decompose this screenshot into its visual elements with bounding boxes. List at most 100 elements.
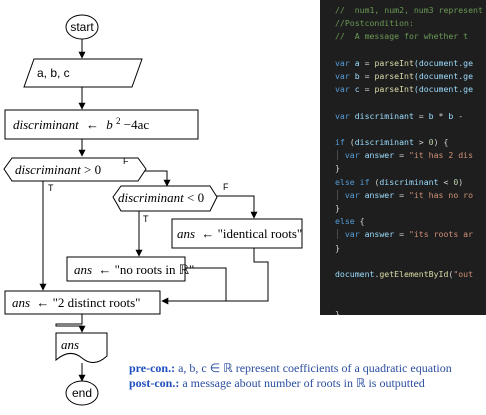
code-token: // num1, num2, num3 represent	[335, 5, 483, 15]
code-line: var answer = "its roots ar	[335, 229, 473, 239]
code-token: b	[428, 110, 434, 121]
indent-guide	[337, 150, 338, 161]
code-token: //Postcondition:	[335, 18, 414, 29]
code-line: // num1, num2, num3 represent	[335, 5, 483, 15]
code-token: "its roots ar	[408, 229, 474, 240]
code-token: parseInt	[374, 57, 414, 68]
code-token: parseInt	[374, 84, 414, 95]
code-token: a	[354, 57, 360, 68]
code-token: =	[413, 110, 429, 121]
no-roots-box	[66, 256, 186, 282]
code-token: "it has 2 dis	[408, 150, 474, 161]
code-token: (	[344, 137, 355, 147]
code-token: b	[448, 110, 454, 121]
precondition-text: a, b, c ∈ ℝ represent coefficients of a …	[175, 361, 452, 375]
code-token: parseInt	[374, 71, 414, 81]
code-token: else if	[335, 176, 370, 187]
code-token: =	[359, 71, 375, 81]
code-line: }	[335, 309, 340, 315]
code-line: // A message for whether t	[335, 31, 468, 41]
code-token: discriminant	[379, 176, 439, 187]
end-label: end	[72, 386, 92, 400]
assign-box	[4, 109, 199, 140]
code-token: =	[359, 57, 375, 68]
code-token: var	[335, 57, 355, 68]
two-roots-label: ans ← "2 distinct roots"	[12, 295, 140, 310]
code-line: var b = parseInt(document.ge	[335, 71, 473, 81]
code-line: //Postcondition:	[335, 18, 414, 28]
code-token: =	[394, 189, 409, 200]
code-token: (	[448, 269, 454, 279]
decision1-true-label: T	[48, 183, 54, 193]
code-token: document	[335, 269, 375, 279]
end-terminal	[65, 380, 99, 406]
code-token: var	[335, 229, 365, 240]
code-token: 0	[428, 137, 434, 147]
code-token: (document.ge	[413, 84, 474, 95]
decision-discriminant-positive	[3, 157, 147, 182]
code-token: {	[354, 216, 365, 227]
identical-roots-label: ans ← "identical roots"	[177, 226, 302, 241]
input-box	[23, 58, 143, 88]
decision2-label: discriminant < 0	[118, 190, 204, 205]
code-token: =	[359, 84, 375, 95]
conditions-note: pre-con.: a, b, c ∈ ℝ represent coeffici…	[129, 361, 452, 391]
code-token: "it has no ro	[408, 189, 474, 200]
code-token: answer	[364, 150, 395, 161]
code-line: }	[335, 163, 340, 173]
code-token: var	[335, 110, 355, 121]
indent-guide	[337, 189, 338, 200]
code-token: discriminant	[354, 110, 414, 121]
input-label: a, b, c	[37, 66, 70, 80]
decision2-true-label: T	[143, 214, 149, 224]
code-token: else	[335, 216, 355, 227]
code-token: discriminant	[354, 137, 414, 147]
start-terminal	[65, 14, 99, 40]
flow-connectors	[39, 39, 269, 382]
flowchart: start a, b, c discriminant ← b 2 −4ac di…	[3, 14, 303, 406]
code-token: <	[438, 176, 454, 187]
code-token: (document.ge	[413, 57, 474, 68]
output-label: ans	[61, 337, 79, 352]
code-token: )	[458, 176, 464, 187]
code-token: answer	[364, 189, 395, 200]
code-token: var	[335, 71, 355, 81]
code-token: (	[369, 176, 380, 187]
code-token: *	[433, 110, 449, 121]
two-roots-box	[4, 290, 161, 315]
postcondition-label: post-con.:	[129, 376, 180, 390]
code-token: }	[335, 163, 340, 174]
code-token: var	[335, 189, 365, 200]
code-line: else {	[335, 216, 365, 226]
code-token: =	[394, 150, 409, 161]
code-token: .	[374, 269, 380, 279]
code-token: }	[335, 308, 340, 315]
code-token: answer	[364, 229, 395, 240]
code-token: c	[354, 84, 360, 95]
precondition-label: pre-con.:	[129, 361, 176, 375]
code-token: }	[335, 203, 340, 213]
postcondition-line: post-con.: a message about number of roo…	[129, 376, 452, 391]
indent-guide	[337, 229, 338, 240]
code-line: document.getElementById("out	[335, 269, 473, 279]
precondition-line: pre-con.: a, b, c ∈ ℝ represent coeffici…	[129, 361, 452, 376]
no-roots-label: ans ← "no roots in ℝ"	[74, 262, 194, 277]
code-line: else if (discriminant < 0)	[335, 177, 463, 187]
code-token: // A message for whether t	[335, 31, 469, 42]
code-line: }	[335, 243, 340, 253]
code-line: var answer = "it has no ro	[335, 190, 473, 200]
code-line: var answer = "it has 2 dis	[335, 150, 473, 160]
postcondition-text: a message about number of roots in ℝ is …	[179, 376, 425, 390]
code-token: 0	[453, 176, 459, 187]
code-token: ) {	[433, 137, 449, 147]
code-line: if (discriminant > 0) {	[335, 137, 448, 147]
code-token: "out	[453, 269, 474, 279]
output-document	[55, 332, 108, 363]
code-editor-panel: // num1, num2, num3 represent //Postcondi…	[320, 0, 486, 315]
code-line: }	[335, 203, 340, 213]
code-token: if	[335, 137, 345, 147]
start-label: start	[70, 20, 94, 34]
code-line: var c = parseInt(document.ge	[335, 84, 473, 94]
decision1-label: discriminant > 0	[15, 162, 101, 177]
code-token: -	[453, 110, 464, 121]
